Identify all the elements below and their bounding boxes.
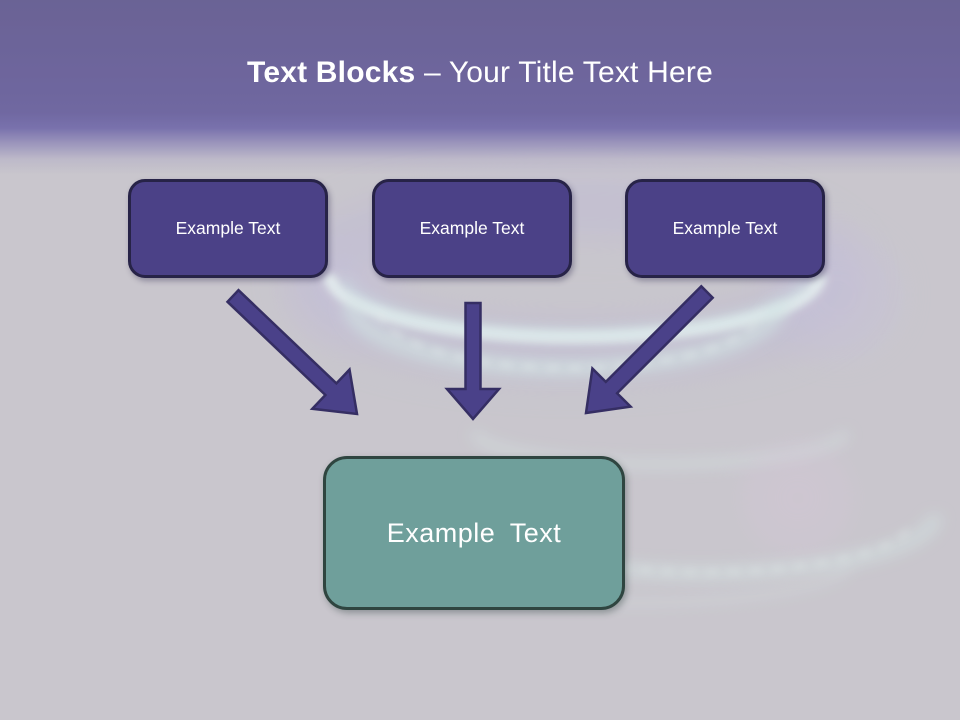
summary-block-label: Example Text xyxy=(386,517,562,548)
arrow-down-left-icon xyxy=(584,284,715,415)
text-block-2-label: Example Text xyxy=(419,218,525,238)
arrow-down-icon xyxy=(444,301,502,421)
text-block-3-label: Example Text xyxy=(672,218,778,238)
header-gradient xyxy=(0,0,960,175)
title-regular-segment: – Your Title Text Here xyxy=(423,56,713,89)
text-block-2: Example Text xyxy=(372,179,572,278)
text-block-3: Example Text xyxy=(625,179,825,278)
arrow-down-right-icon xyxy=(225,288,359,416)
text-block-1: Example Text xyxy=(128,179,328,278)
summary-block: Example Text xyxy=(323,456,625,610)
page-title: Text Blocks – Your Title Text Here xyxy=(0,52,960,94)
text-block-1-label: Example Text xyxy=(175,218,281,238)
title-bold-segment: Text Blocks xyxy=(247,56,416,89)
